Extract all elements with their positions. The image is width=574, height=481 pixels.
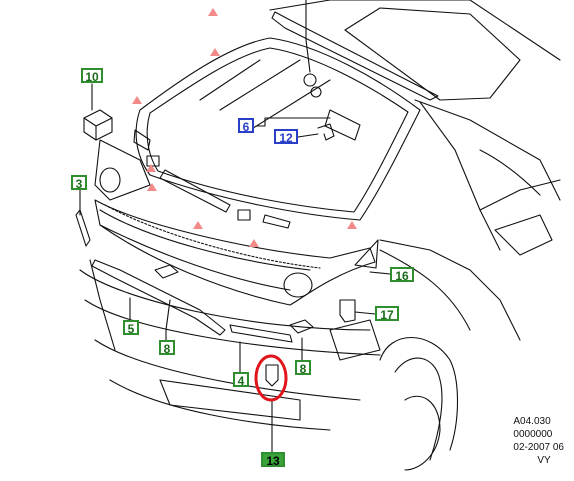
callout-17[interactable]: 17 xyxy=(375,306,399,322)
reference-code: A04.030 xyxy=(513,416,551,427)
trim-strip-c xyxy=(133,129,151,151)
bracket-17 xyxy=(339,299,356,323)
leader-16 xyxy=(369,271,391,275)
grille-left xyxy=(89,259,116,351)
pad-a xyxy=(154,264,179,279)
interior-mirror xyxy=(324,109,361,141)
callout-8-left[interactable]: 8 xyxy=(159,340,175,356)
rain-sensor-a xyxy=(303,73,317,87)
arrow-marker xyxy=(249,239,259,247)
roof-outline xyxy=(269,0,561,61)
headlamp-right xyxy=(329,319,381,361)
leader-12 xyxy=(297,133,319,138)
bumper-top xyxy=(79,269,371,331)
lower-grille xyxy=(159,379,301,421)
relay-box-top xyxy=(83,117,113,127)
clip-a xyxy=(146,155,160,167)
arrow-markers xyxy=(132,8,357,247)
arrow-marker xyxy=(347,221,357,229)
rain-sensor-b xyxy=(310,86,322,98)
callout-5[interactable]: 5 xyxy=(123,320,139,336)
trim-strip-b xyxy=(262,214,291,229)
reference-vehicle: VY xyxy=(537,455,551,466)
bumper-bottom xyxy=(109,379,331,431)
clip-b xyxy=(237,209,251,221)
callout-13[interactable]: 13 xyxy=(261,452,285,468)
wheel-arch-inner xyxy=(394,357,443,461)
arrow-marker xyxy=(193,221,203,229)
arrow-marker xyxy=(146,164,156,172)
reference-date: 02-2007 06 xyxy=(513,442,564,453)
arrow-marker xyxy=(132,96,142,104)
lower-trim-right xyxy=(229,324,293,343)
door-line xyxy=(479,179,561,211)
bumper-mid xyxy=(84,299,381,356)
windscreen-outer xyxy=(135,37,421,221)
cowl-lower-edge xyxy=(99,224,291,291)
sunroof-outline xyxy=(344,7,521,101)
highlight-circle xyxy=(254,354,288,402)
side-seal-left xyxy=(75,209,91,247)
arrow-marker xyxy=(147,183,157,191)
wiper-pivot-right xyxy=(479,149,541,196)
callout-16[interactable]: 16 xyxy=(390,267,414,283)
arrow-marker xyxy=(210,48,220,56)
wheel-arch-outer xyxy=(379,337,459,451)
pad-b xyxy=(289,319,314,334)
bumper-lower xyxy=(94,339,361,401)
roof-strip xyxy=(271,11,439,101)
cowl-panel-inner xyxy=(99,209,311,271)
cowl-panel-top xyxy=(94,199,376,306)
wheel xyxy=(404,395,441,471)
windscreen-reflection xyxy=(199,59,331,131)
fender-line xyxy=(379,239,521,341)
mirror xyxy=(494,214,553,256)
a-pillar xyxy=(419,101,501,251)
windscreen-inner xyxy=(146,47,409,213)
left-trim xyxy=(94,139,151,201)
callout-3[interactable]: 3 xyxy=(71,175,87,191)
callout-12[interactable]: 12 xyxy=(274,129,298,145)
leader-8a xyxy=(165,299,171,341)
arrow-marker xyxy=(208,8,218,16)
relay-box xyxy=(83,109,113,141)
right-scuttle-hole xyxy=(283,272,313,298)
left-scuttle-hole xyxy=(99,167,121,193)
clip-13 xyxy=(265,364,279,387)
right-end-cap xyxy=(354,239,379,269)
reference-number: 0000000 xyxy=(513,429,553,440)
reference-block: A04.030 0000000 02-2007 06 VY xyxy=(513,415,564,467)
trim-strip-a xyxy=(159,169,231,213)
lower-trim-strip xyxy=(91,259,226,336)
callout-10[interactable]: 10 xyxy=(81,68,103,84)
right-body-curve xyxy=(379,249,471,331)
body-side-line xyxy=(414,99,561,201)
cowl-vent-strip xyxy=(104,204,321,269)
leader-top xyxy=(305,0,311,73)
callout-6[interactable]: 6 xyxy=(238,118,254,134)
hook-12 xyxy=(317,123,335,141)
leader-6 xyxy=(255,117,331,127)
leader-17 xyxy=(354,311,376,315)
callout-8-right[interactable]: 8 xyxy=(295,360,311,376)
callout-4[interactable]: 4 xyxy=(233,372,249,388)
